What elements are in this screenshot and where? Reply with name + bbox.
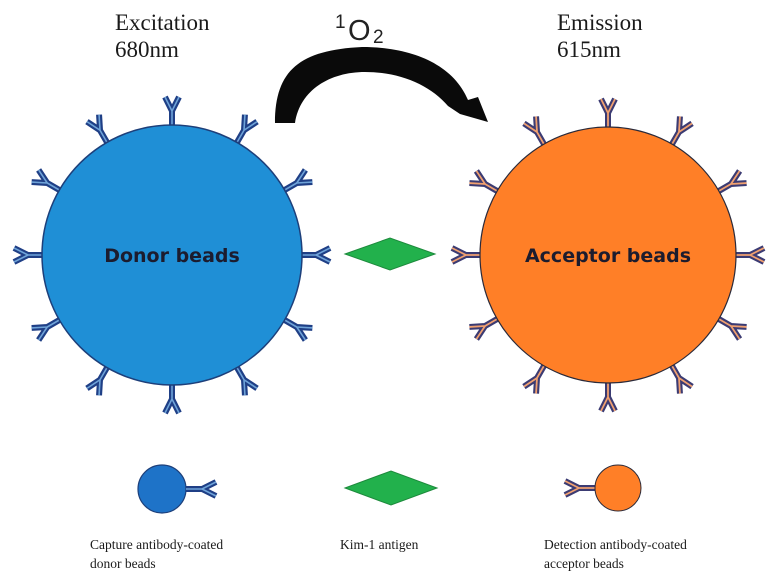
legend-acceptor-symbol [565, 464, 642, 512]
excitation-label: Excitation [115, 10, 210, 35]
legend-donor-line2: donor beads [90, 556, 156, 571]
antibody-icon [165, 97, 179, 127]
antibody-icon [300, 248, 330, 262]
singlet-oxygen-superscript: 1 [335, 12, 346, 33]
antibody-icon [734, 248, 764, 262]
antibody-icon [165, 383, 179, 413]
excitation-wavelength: 680nm [115, 37, 179, 62]
energy-transfer-arrow [275, 47, 488, 123]
kim1-antigen [343, 237, 437, 271]
donor-bead: Donor beads [14, 97, 330, 413]
antibody-icon [601, 381, 615, 411]
antibody-icon [601, 99, 615, 129]
emission-label: Emission [557, 10, 643, 35]
acceptor-bead-label: Acceptor beads [525, 245, 691, 267]
legend-antigen-symbol [343, 470, 439, 506]
acceptor-bead: Acceptor beads [452, 99, 764, 411]
legend-acceptor-line1: Detection antibody-coated [544, 537, 687, 552]
emission-wavelength: 615nm [557, 37, 621, 62]
legend-donor-symbol [137, 464, 216, 514]
legend-antigen-line1: Kim-1 antigen [340, 537, 419, 552]
legend-acceptor-line2: acceptor beads [544, 556, 624, 571]
donor-bead-label: Donor beads [104, 245, 240, 267]
antibody-icon [14, 248, 44, 262]
legend-donor-line1: Capture antibody-coated [90, 537, 223, 552]
singlet-oxygen-subscript: 2 [373, 27, 384, 48]
singlet-oxygen-symbol: O [348, 15, 371, 47]
legend: Capture antibody-coated donor beads Kim-… [90, 464, 687, 571]
antibody-icon [452, 248, 482, 262]
